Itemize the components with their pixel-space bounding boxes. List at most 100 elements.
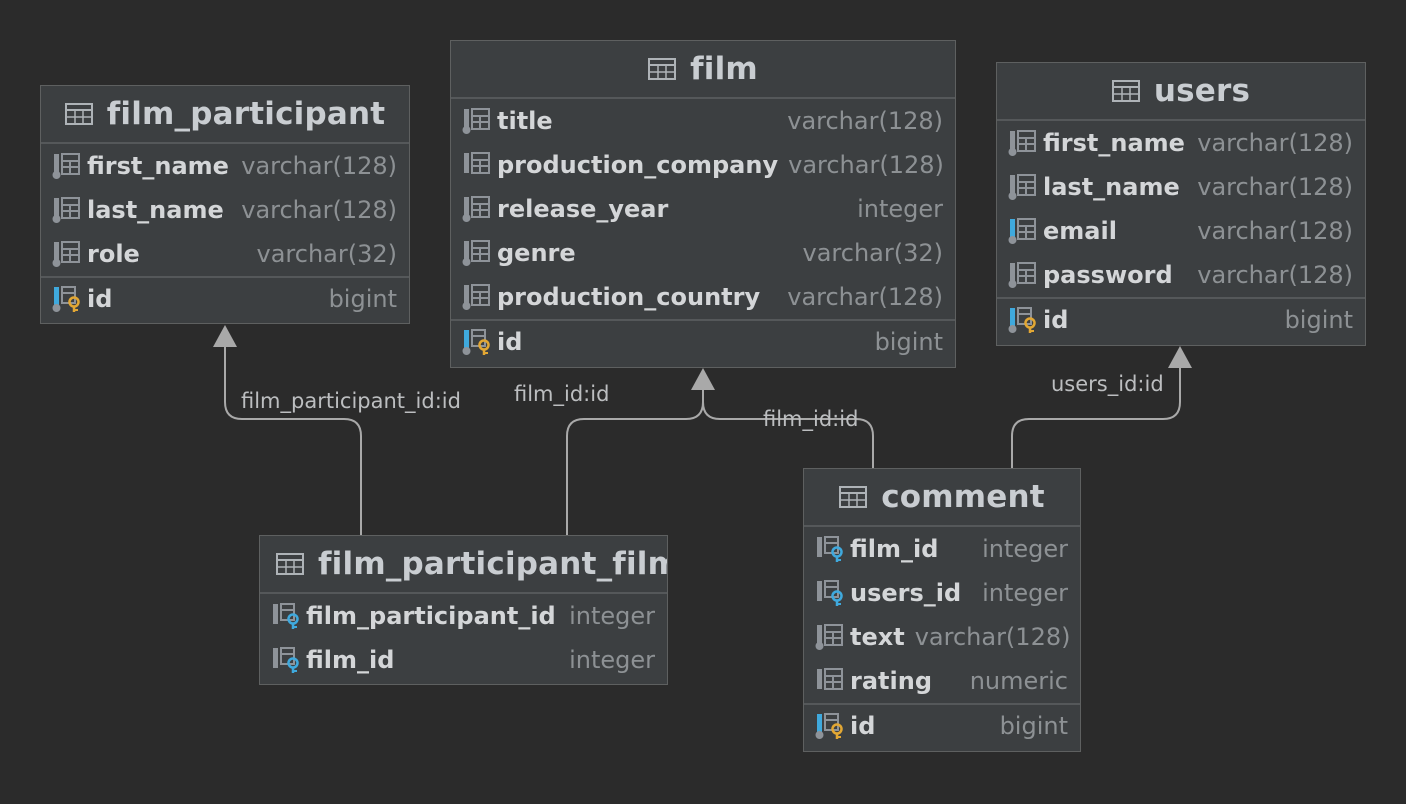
column-icon (52, 241, 80, 267)
primary-key-row[interactable]: id bigint (451, 319, 955, 363)
arrowhead-film-participant (213, 325, 237, 347)
table-header[interactable]: comment (804, 469, 1080, 527)
column-row[interactable]: production_country varchar(128) (451, 275, 955, 319)
column-icon (462, 196, 490, 222)
column-type: bigint (999, 712, 1068, 740)
primary-key-row[interactable]: id bigint (804, 703, 1080, 747)
column-type: bigint (874, 328, 943, 356)
column-name: password (1043, 261, 1173, 289)
column-name: users_id (850, 579, 962, 607)
column-icon (1008, 262, 1036, 288)
column-name: last_name (87, 196, 224, 224)
column-row[interactable]: release_year integer (451, 187, 955, 231)
column-name: release_year (497, 195, 669, 223)
column-row[interactable]: first_name varchar(128) (997, 121, 1365, 165)
column-name: film_id (850, 535, 939, 563)
column-row[interactable]: film_participant_id integer (260, 594, 667, 638)
column-icon (1008, 130, 1036, 156)
edge-label-fpf-film-id: film_id:id (514, 382, 610, 406)
column-row[interactable]: title varchar(128) (451, 99, 955, 143)
column-name: genre (497, 239, 576, 267)
column-row[interactable]: production_company varchar(128) (451, 143, 955, 187)
column-type: varchar(128) (788, 151, 944, 179)
column-name: rating (850, 667, 932, 695)
column-row[interactable]: email varchar(128) (997, 209, 1365, 253)
table-header[interactable]: users (997, 63, 1365, 121)
column-icon (1008, 174, 1036, 200)
column-name: first_name (1043, 129, 1185, 157)
edge-label-film-participant-id: film_participant_id:id (241, 389, 461, 413)
column-icon (52, 153, 80, 179)
arrowhead-users (1168, 346, 1192, 368)
primary-key-icon (1008, 307, 1036, 333)
column-row[interactable]: film_id integer (804, 527, 1080, 571)
column-type: integer (569, 646, 655, 674)
arrowhead-film (691, 368, 715, 390)
column-type: bigint (328, 285, 397, 313)
column-name: id (850, 712, 876, 740)
edge-label-comment-film-id: film_id:id (763, 407, 859, 431)
column-icon (462, 284, 490, 310)
edge-fpf-to-film (566, 389, 704, 535)
table-header[interactable]: film_participant_film (260, 536, 667, 594)
column-row[interactable]: users_id integer (804, 571, 1080, 615)
table-film[interactable]: film title varchar(128) production_compa… (450, 40, 956, 368)
table-header[interactable]: film_participant (41, 86, 409, 144)
table-name: comment (881, 479, 1045, 515)
column-name: email (1043, 217, 1117, 245)
column-row[interactable]: password varchar(128) (997, 253, 1365, 297)
unique-column-icon (1008, 218, 1036, 244)
primary-key-row[interactable]: id bigint (997, 297, 1365, 341)
column-type: integer (569, 602, 655, 630)
column-icon (817, 668, 843, 690)
foreign-key-icon (273, 647, 299, 673)
column-type: varchar(128) (787, 283, 943, 311)
foreign-key-icon (273, 603, 299, 629)
column-row[interactable]: last_name varchar(128) (997, 165, 1365, 209)
primary-key-icon (815, 713, 843, 739)
table-name: film_participant_film (318, 546, 668, 582)
column-icon (815, 624, 843, 650)
table-icon (276, 553, 304, 575)
table-name: film_participant (106, 96, 386, 132)
edge-label-users-id: users_id:id (1051, 372, 1164, 396)
column-icon (462, 240, 490, 266)
table-users[interactable]: users first_name varchar(128) last_name … (996, 62, 1366, 346)
column-row[interactable]: rating numeric (804, 659, 1080, 703)
column-type: varchar(32) (802, 239, 944, 267)
column-name: production_country (497, 283, 761, 311)
table-icon (1111, 80, 1140, 102)
column-name: title (497, 107, 553, 135)
column-type: varchar(128) (914, 623, 1071, 651)
edge-fpf-to-film-participant (224, 345, 362, 535)
column-row[interactable]: role varchar(32) (41, 232, 409, 276)
foreign-key-icon (817, 536, 843, 562)
column-row[interactable]: film_id integer (260, 638, 667, 682)
primary-key-icon (462, 329, 490, 355)
primary-key-row[interactable]: id bigint (41, 276, 409, 320)
column-row[interactable]: last_name varchar(128) (41, 188, 409, 232)
column-type: varchar(128) (1197, 173, 1353, 201)
table-header[interactable]: film (451, 41, 955, 99)
table-icon (64, 103, 93, 125)
column-name: last_name (1043, 173, 1180, 201)
column-type: bigint (1284, 306, 1353, 334)
column-row[interactable]: first_name varchar(128) (41, 144, 409, 188)
column-type: varchar(32) (256, 240, 398, 268)
table-film-participant[interactable]: film_participant first_name varchar(128)… (40, 85, 410, 324)
column-type: numeric (969, 667, 1068, 695)
table-film-participant-film[interactable]: film_participant_film film_participant_i… (259, 535, 668, 685)
column-name: id (1043, 306, 1069, 334)
column-type: integer (857, 195, 943, 223)
column-name: text (850, 623, 905, 651)
column-row[interactable]: text varchar(128) (804, 615, 1080, 659)
column-type: varchar(128) (241, 196, 397, 224)
table-comment[interactable]: comment film_id integer users_id integer… (803, 468, 1081, 752)
column-icon (464, 152, 490, 174)
foreign-key-icon (817, 580, 843, 606)
column-name: role (87, 240, 140, 268)
column-name: film_id (306, 646, 395, 674)
column-row[interactable]: genre varchar(32) (451, 231, 955, 275)
column-icon (52, 197, 80, 223)
